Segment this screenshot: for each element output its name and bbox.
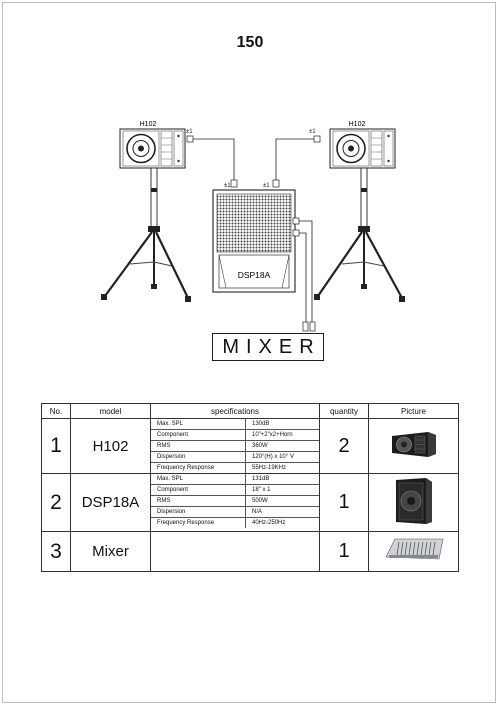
mixer-console-photo: [385, 538, 443, 560]
spec-label: Dispersion: [151, 506, 246, 518]
row-number: 1: [41, 418, 71, 474]
row-quantity: 2: [319, 418, 369, 474]
header-model: model: [70, 403, 151, 419]
header-picture: Picture: [368, 403, 459, 419]
left-stand: [101, 167, 191, 302]
spec-value: 360W: [245, 440, 319, 452]
row-specs: [150, 531, 320, 572]
left-speaker-label: H102: [140, 121, 157, 128]
spec-label: RMS: [151, 495, 246, 507]
connector-mark-1: ±1: [186, 129, 193, 135]
connector-mark-4: ±1: [263, 183, 270, 189]
page-title: 150: [236, 34, 264, 51]
mixer-box: MIXER: [212, 333, 324, 361]
right-speaker: [329, 128, 396, 169]
subwoofer-photo: [395, 478, 432, 524]
spec-label: Frequency Response: [151, 462, 246, 473]
page-frame: [2, 2, 496, 703]
subwoofer-label: DSP18A: [238, 270, 271, 280]
spec-label: Component: [151, 429, 246, 441]
row-quantity: 1: [319, 473, 369, 532]
spec-value: 18" x 1: [245, 484, 319, 496]
connector-mark-2: ±1: [309, 129, 316, 135]
row-picture: [368, 418, 459, 474]
spec-value: 131dB: [245, 474, 319, 485]
row-number: 3: [41, 531, 71, 572]
spec-value: 130dB: [245, 419, 319, 430]
row-quantity: 1: [319, 531, 369, 572]
spec-value: 55Hz-19KHz: [252, 465, 287, 471]
row-model: DSP18A: [70, 473, 151, 532]
subwoofer-cabinet: [212, 189, 296, 293]
spec-label: Dispersion: [151, 451, 246, 463]
connector-mark-3: ±1: [224, 183, 231, 189]
speaker-cables: [193, 138, 314, 322]
table-row: 3 Mixer 1: [41, 531, 459, 572]
line-array-speaker-photo: [391, 431, 436, 457]
spec-value: 500W: [245, 495, 319, 507]
row-picture: [368, 473, 459, 532]
row-number: 2: [41, 473, 71, 532]
right-speaker-label: H102: [349, 121, 366, 128]
row-picture: [368, 531, 459, 572]
header-specifications: specifications: [150, 403, 320, 419]
spec-label: Max. SPL: [151, 474, 246, 485]
header-no: No.: [41, 403, 71, 419]
spec-label: Component: [151, 484, 246, 496]
spec-value: N/A: [245, 506, 319, 518]
spec-value: 40Hz-250Hz: [252, 520, 286, 526]
spec-value: 10"+2"x2+Horn: [245, 429, 319, 441]
spec-label: Frequency Response: [151, 517, 246, 528]
spec-label: Max. SPL: [151, 419, 246, 430]
system-diagram: H102 H102: [101, 121, 405, 332]
spec-value: 120°(H) x 10° V: [245, 451, 319, 463]
row-model: Mixer: [70, 531, 151, 572]
spec-table: No. model specifications quantity Pictur…: [41, 403, 459, 572]
header-quantity: quantity: [319, 403, 369, 419]
right-stand: [314, 167, 405, 302]
table-header-row: No. model specifications quantity Pictur…: [41, 403, 459, 419]
row-model: H102: [70, 418, 151, 474]
spec-label: RMS: [151, 440, 246, 452]
connectors: [186, 135, 321, 332]
left-speaker: [119, 128, 186, 169]
